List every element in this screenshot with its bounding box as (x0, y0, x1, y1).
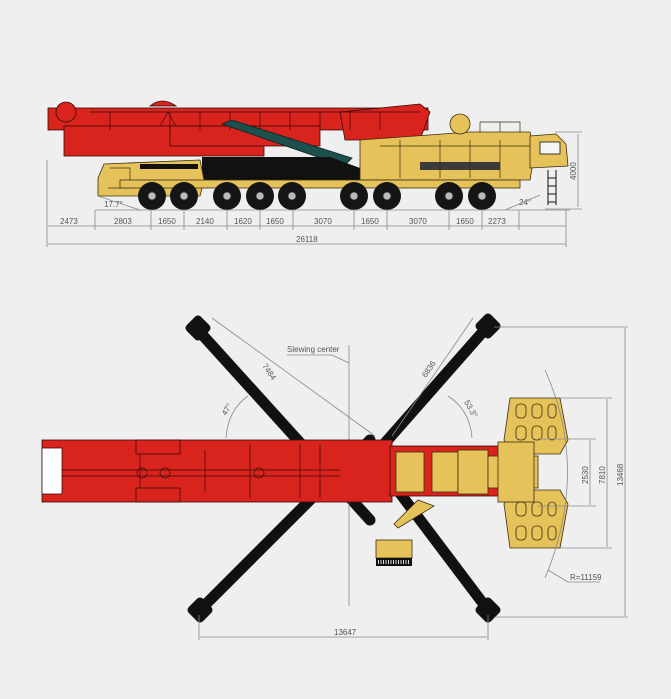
height-dimension: 4000 (545, 131, 582, 210)
approach-angle: 17.7° (104, 200, 123, 209)
front-outrigger-length: 7484 (260, 362, 278, 382)
spacing-10: 1650 (456, 217, 474, 226)
rear-cab (529, 133, 569, 205)
counterweight-width: 2530 (581, 466, 590, 484)
counterweight (497, 397, 569, 549)
boom (47, 100, 431, 157)
outrigger-transverse-span: 13468 (616, 463, 625, 486)
departure-angle: 24° (519, 198, 531, 207)
spacing-9: 3070 (409, 217, 427, 226)
spacing-11: 2273 (488, 217, 506, 226)
overall-length: 26118 (296, 235, 318, 244)
wheels (138, 182, 496, 210)
boom-top (41, 439, 393, 503)
top-view: Slewing center (41, 313, 628, 640)
spacing-2: 2803 (114, 217, 132, 226)
axle-spacing-dimensions: 2473 2803 1650 2140 1620 1650 3070 1650 … (46, 160, 567, 247)
spacing-3: 1650 (158, 217, 176, 226)
spacing-5: 1620 (234, 217, 252, 226)
tail-swing-arc (544, 369, 568, 579)
spacing-8: 1650 (361, 217, 379, 226)
spacing-6: 1650 (266, 217, 284, 226)
side-view: 17.7° 24° 4000 2473 2803 (46, 100, 582, 247)
slewing-center-label: Slewing center (287, 345, 340, 354)
spacing-4: 2140 (196, 217, 214, 226)
spacing-1: 2473 (60, 217, 78, 226)
superstructure-top (375, 445, 539, 566)
rear-outrigger-angle: 53.3° (462, 399, 479, 420)
counterweight-span: 7810 (598, 466, 607, 484)
rear-outrigger-length: 6836 (420, 359, 438, 379)
carrier-body (202, 157, 360, 182)
tail-swing-radius: R=11159 (570, 573, 602, 582)
outrigger-longitudinal-span: 13647 (334, 628, 357, 637)
height-value: 4000 (569, 162, 578, 180)
luffing-cylinder (220, 119, 353, 167)
spacing-7: 3070 (314, 217, 332, 226)
